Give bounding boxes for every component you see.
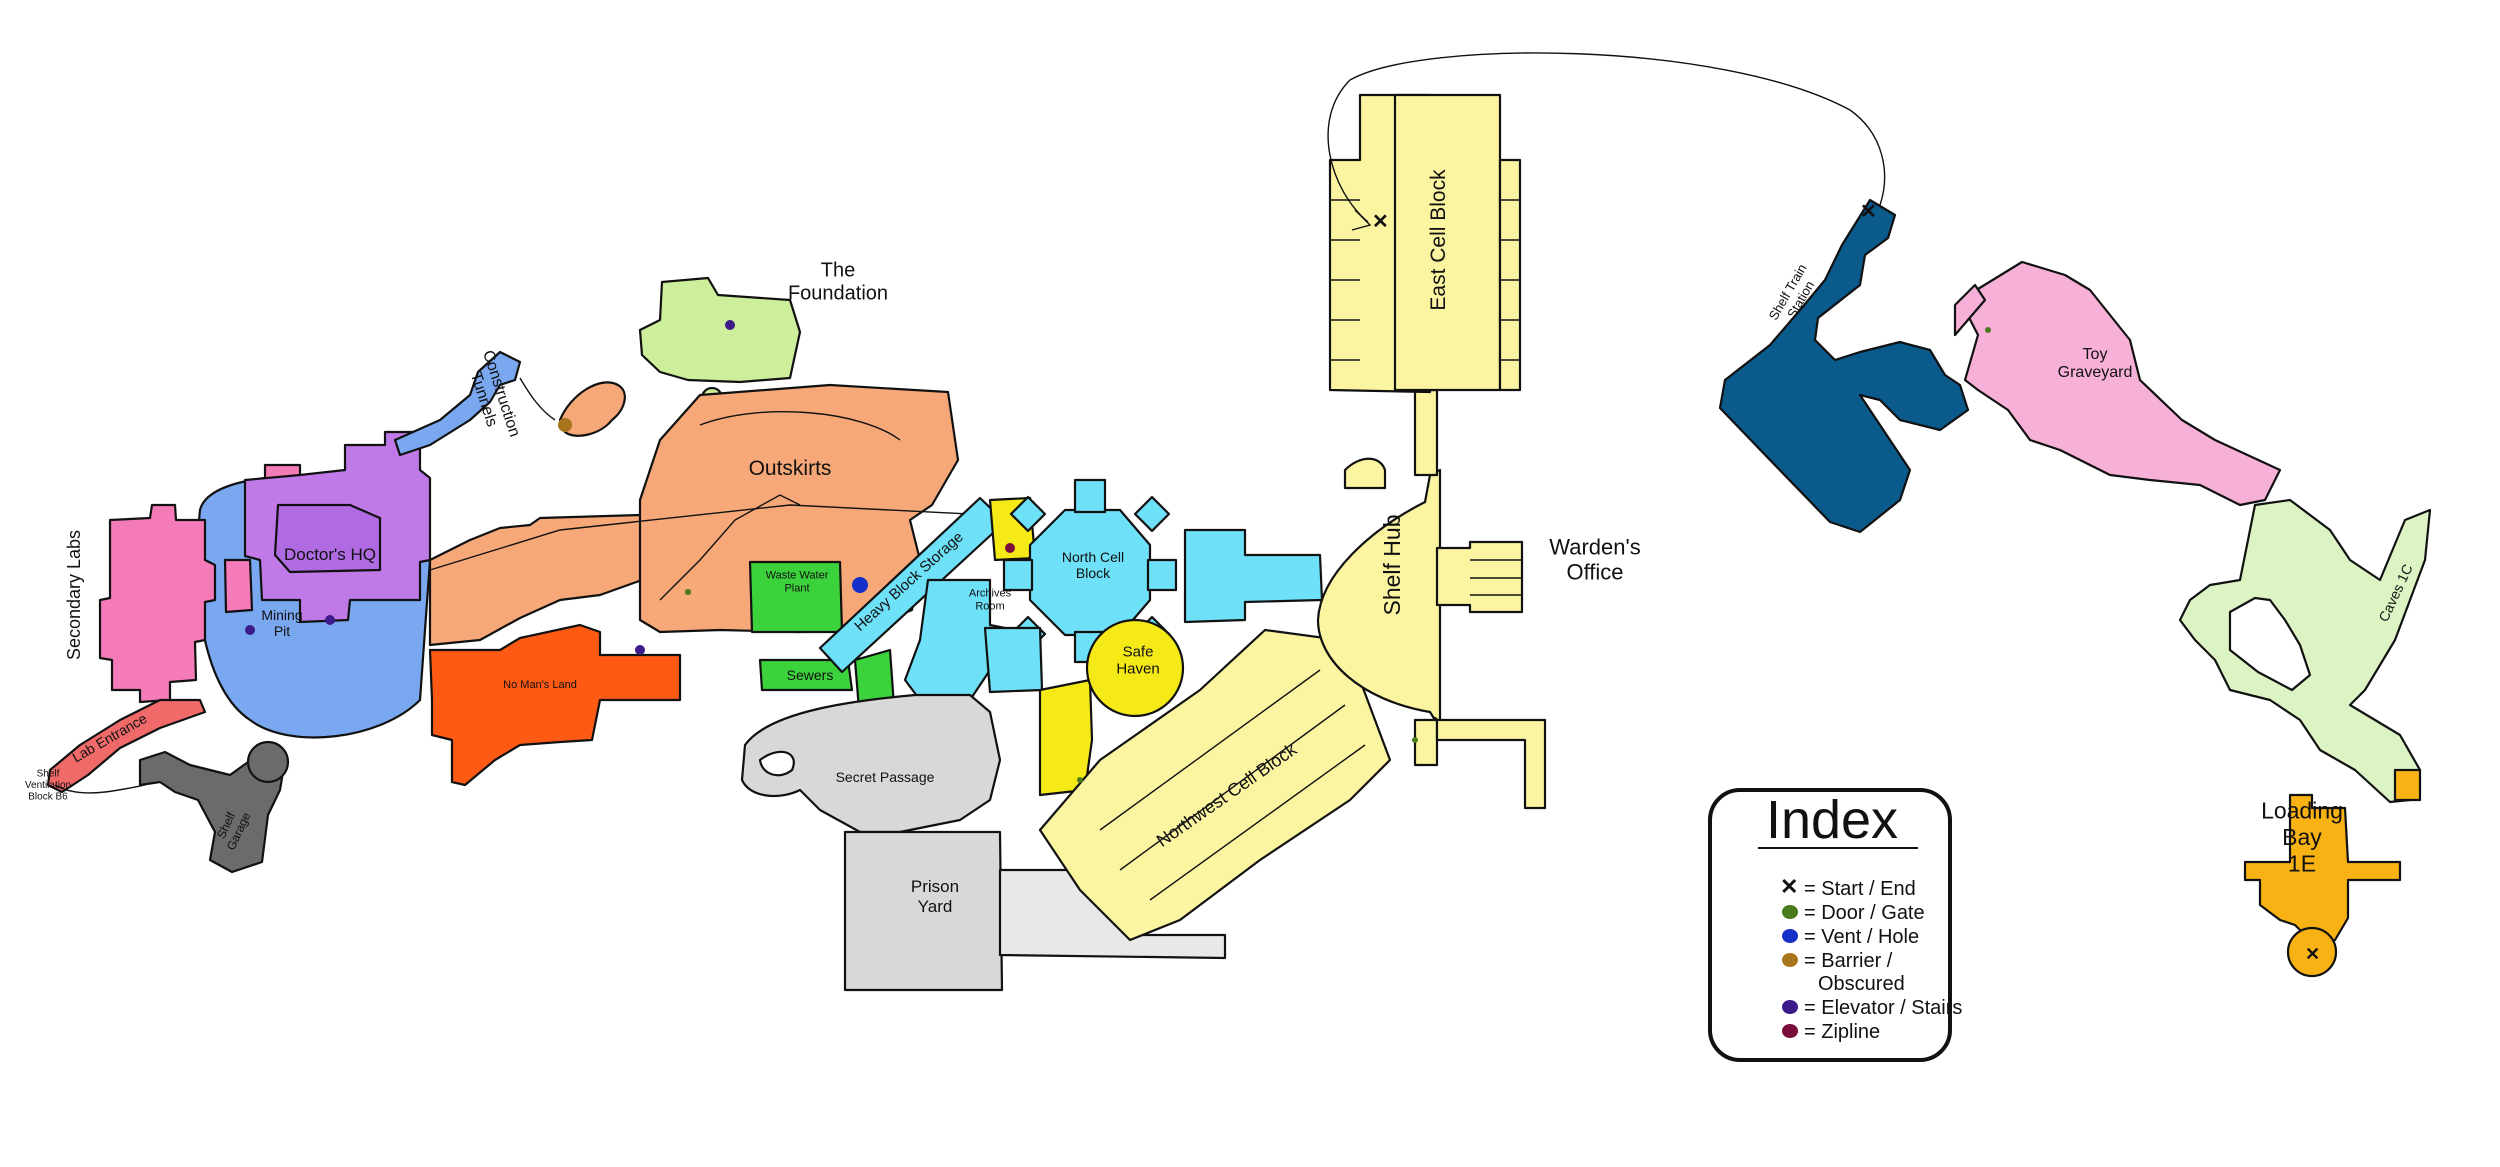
svg-text:✕: ✕	[2305, 944, 2320, 964]
region-lab-entrance[interactable]	[46, 698, 207, 794]
region-label-secondary-labs: Secondary Labs	[64, 530, 84, 660]
region-loading-bay-1e[interactable]	[2243, 768, 2422, 978]
region-north-cell-block[interactable]	[983, 478, 1324, 694]
index-title: Index	[1766, 790, 1898, 850]
index-item-3: = Barrier /Obscured	[1782, 950, 1905, 995]
svg-text:✕: ✕	[1372, 211, 1389, 233]
index-item-label: = Vent / Hole	[1804, 926, 1919, 948]
blob-icon	[1782, 1000, 1798, 1014]
region-label-east-cell-block: East Cell Block	[1427, 169, 1450, 311]
region-label-outskirts: Outskirts	[749, 457, 832, 480]
region-shelf-garage[interactable]	[138, 740, 290, 874]
cross-icon: ✕	[1780, 874, 1798, 899]
index-item-5: = Zipline	[1782, 1021, 1880, 1043]
region-label-doctors-hq: Doctor's HQ	[284, 545, 376, 564]
region-east-cell-block[interactable]	[1328, 93, 1522, 394]
index-item-label: = Barrier /Obscured	[1804, 950, 1905, 995]
svg-text:✕: ✕	[1860, 201, 1877, 223]
region-label-secret-passage: Secret Passage	[836, 769, 935, 785]
start-end-markers: ✕ ✕ ✕	[1372, 201, 2320, 964]
index-item-label: = Start / End	[1804, 878, 1916, 900]
blob-icon	[1782, 905, 1798, 919]
index-item-1: = Door / Gate	[1782, 902, 1925, 924]
region-wardens-office[interactable]	[1435, 540, 1524, 614]
blob-icon	[1782, 929, 1798, 943]
region-label-no-mans-land: No Man's Land	[503, 679, 577, 691]
region-label-sewers: Sewers	[787, 667, 834, 683]
region-shelf-hub[interactable]	[1316, 388, 1547, 810]
region-construction-tunnels[interactable]	[393, 350, 522, 457]
region-caves-1c[interactable]	[2178, 498, 2432, 804]
region-secondary-labs[interactable]	[98, 463, 302, 704]
region-northwest-cell-block[interactable]	[1038, 628, 1392, 942]
blob-icon	[1782, 953, 1798, 967]
index-items: ✕ = Start / End= Door / Gate= Vent / Hole…	[1780, 874, 1962, 1043]
region-doctors-hq[interactable]	[243, 430, 432, 624]
index-item-0: ✕ = Start / End	[1780, 874, 1916, 900]
region-shelf-train-station[interactable]	[1718, 198, 1970, 534]
region-label-shelf-hub: Shelf Hub	[1379, 514, 1405, 615]
map-markers	[245, 320, 1991, 783]
index-item-2: = Vent / Hole	[1782, 926, 1919, 948]
index-item-label: = Elevator / Stairs	[1804, 997, 1962, 1019]
index-item-label: = Door / Gate	[1804, 902, 1925, 924]
blob-icon	[1782, 1024, 1798, 1038]
region-secret-passage[interactable]	[740, 693, 1002, 834]
region-safe-haven[interactable]	[1038, 618, 1185, 797]
region-toy-graveyard[interactable]	[1953, 260, 2282, 507]
region-no-mans-land[interactable]	[428, 623, 682, 787]
index-item-4: = Elevator / Stairs	[1782, 997, 1962, 1019]
index-legend	[1708, 788, 1952, 1062]
index-item-label: = Zipline	[1804, 1021, 1880, 1043]
